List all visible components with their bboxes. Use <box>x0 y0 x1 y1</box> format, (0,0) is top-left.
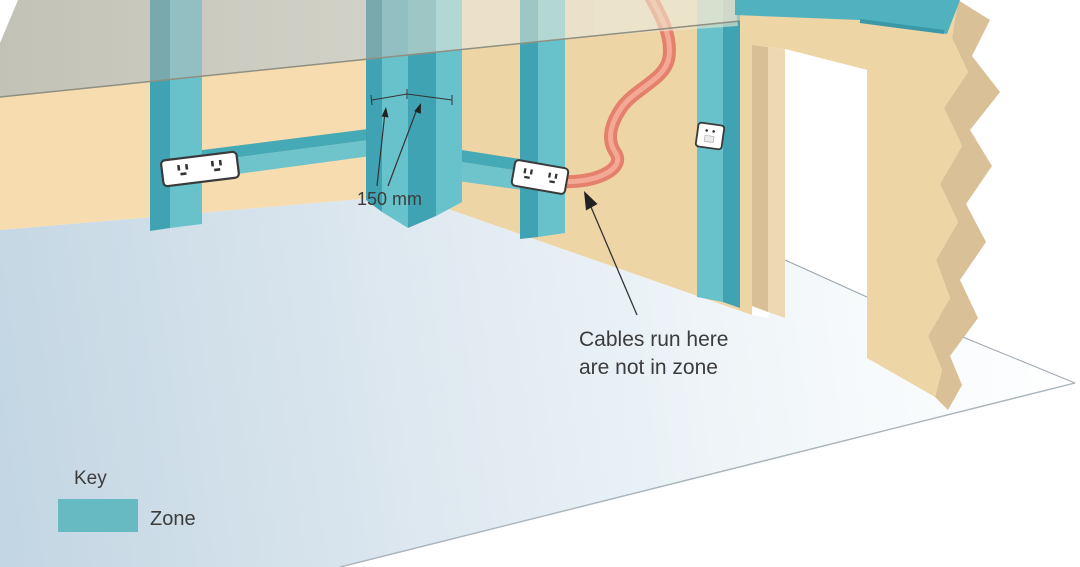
zone-stripe-switch <box>697 23 723 302</box>
zone-stripe-corner-left-muted <box>366 0 382 60</box>
zone-label: Zone <box>150 508 196 530</box>
zone-swatch <box>58 499 138 532</box>
door-jamb <box>752 45 768 312</box>
cable-note-line1: Cables run here <box>579 328 728 351</box>
floor-edge-line <box>339 382 1076 567</box>
dimension-150mm: 150 mm <box>357 89 453 209</box>
socket-left-wall <box>160 150 240 188</box>
left-wall-upper-gray <box>0 0 408 97</box>
zone-stripe-switch <box>723 21 740 308</box>
zone-stripe-left <box>150 79 170 231</box>
zone-stripe-corner-right-muted <box>408 0 436 55</box>
door-opening <box>785 49 867 297</box>
left-wall <box>0 55 408 230</box>
dimension-label: 150 mm <box>357 189 422 209</box>
zone-stripe-corner-left-muted <box>382 0 408 58</box>
zone-band-ceiling-edge <box>859 19 945 34</box>
zone-stripe-left-muted <box>170 0 202 79</box>
zone-stripe-corner-right <box>408 52 436 228</box>
floor <box>0 195 1075 567</box>
zone-stripe-socket-muted <box>538 0 565 42</box>
cable-annotation: Cables run here are not in zone <box>579 191 728 379</box>
door-floor-line <box>784 259 868 298</box>
cable <box>545 0 676 189</box>
door-jamb <box>768 47 785 318</box>
zone-stripe-socket <box>538 39 565 237</box>
legend-heading: Key <box>74 468 107 489</box>
zone-stripe-socket <box>520 42 538 239</box>
wall-right-of-door <box>867 0 968 397</box>
floor-far-edge-line <box>947 330 1076 384</box>
cable-note-line2: are not in zone <box>579 356 718 379</box>
ceiling-wash-overlay <box>595 0 738 36</box>
legend: Key Zone <box>58 468 196 532</box>
right-wall <box>408 0 752 315</box>
light-switch <box>694 121 726 151</box>
zone-stripe-socket-muted <box>520 0 538 44</box>
torn-edge-shadow <box>928 0 1000 410</box>
zone-stripe-corner-right <box>436 49 462 216</box>
zone-stripe-left-muted <box>150 0 170 82</box>
socket-right-wall <box>510 159 570 195</box>
zone-stripe-corner-right-muted <box>436 0 462 52</box>
ceiling-line <box>0 20 741 98</box>
zone-stripe-left <box>170 77 202 228</box>
